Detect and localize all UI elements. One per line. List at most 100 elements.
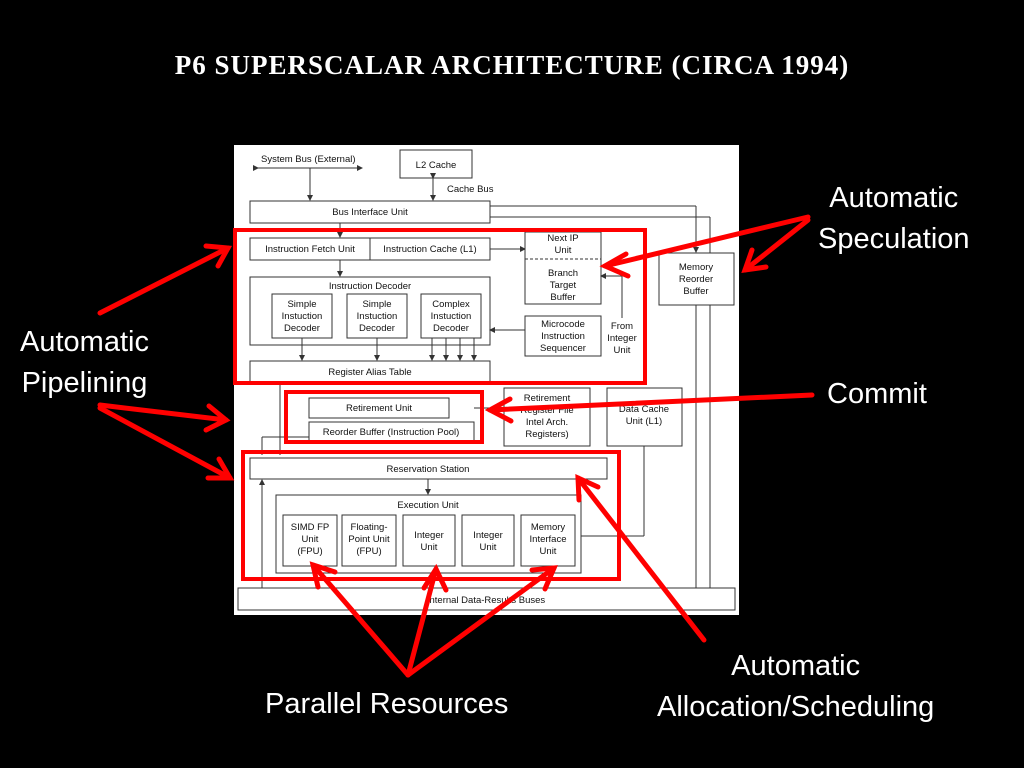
speculation-annotation-line-2: Speculation — [818, 223, 970, 255]
fpu-label-1: Floating- — [351, 522, 388, 533]
allocation-annotation: Automatic Allocation/Scheduling — [657, 646, 934, 728]
allocation-arrow — [575, 475, 707, 643]
simple-decoder-b-box — [346, 293, 408, 339]
microcode-label-1: Microcode — [541, 319, 585, 330]
int-a-label-1: Integer — [414, 530, 444, 541]
integer-unit-a-box — [402, 514, 456, 567]
mob-label-2: Reorder — [679, 274, 713, 285]
retirement-unit-box — [308, 397, 450, 419]
memory-reorder-buffer-box — [658, 252, 735, 306]
pipelining-arrow-2 — [97, 402, 229, 423]
commit-arrowhead — [484, 396, 514, 424]
parallel-arrow-1 — [310, 562, 411, 678]
retirement-register-file-box — [503, 387, 591, 447]
btb-label-2: Target — [550, 280, 577, 291]
miu-label-3: Unit — [540, 546, 557, 557]
simple-decoder-a-box — [271, 293, 333, 339]
speculation-arrow-2 — [742, 217, 811, 273]
simple-decoder-b-label-3: Decoder — [359, 323, 395, 334]
btb-label-1: Branch — [548, 268, 578, 279]
rrf-label-2: Register File — [520, 405, 573, 416]
simple-decoder-b-label-2: Instuction — [357, 311, 398, 322]
fpu-label-2: Point Unit — [348, 534, 390, 545]
pipelining-arrowhead-1 — [203, 243, 233, 269]
microcode-label-2: Instruction — [541, 331, 585, 342]
parallel-resources-annotation: Parallel Resources — [265, 688, 509, 720]
parallel-arrowhead-1 — [309, 561, 338, 590]
integer-unit-b-box — [461, 514, 515, 567]
cache-bus-label: Cache Bus — [447, 184, 494, 195]
rrf-label-1: Retirement — [524, 393, 571, 404]
btb-label-3: Buffer — [550, 292, 575, 303]
speculation-arrowhead-2 — [741, 247, 769, 274]
miu-label-1: Memory — [531, 522, 566, 533]
bus-interface-unit-box — [249, 200, 491, 224]
register-alias-table-label: Register Alias Table — [328, 367, 411, 378]
commit-arrow — [487, 392, 815, 413]
commit-highlight — [284, 390, 484, 444]
instruction-decoder-label: Instruction Decoder — [329, 281, 411, 292]
from-integer-label-2: Integer — [607, 333, 637, 344]
int-b-label-2: Unit — [480, 542, 497, 553]
instruction-cache-label: Instruction Cache (L1) — [383, 244, 476, 255]
memory-interface-unit-box — [520, 514, 576, 567]
pipelining-annotation-line-2: Pipelining — [21, 367, 148, 399]
system-bus-label: System Bus (External) — [261, 154, 356, 165]
int-b-label-1: Integer — [473, 530, 503, 541]
allocation-annotation-line-1: Automatic — [731, 650, 861, 682]
allocation-annotation-line-2: Allocation/Scheduling — [657, 691, 935, 723]
miu-label-2: Interface — [530, 534, 567, 545]
data-cache-unit-box — [606, 387, 683, 447]
complex-decoder-label-2: Instuction — [431, 311, 472, 322]
retirement-unit-label: Retirement Unit — [346, 403, 412, 414]
from-integer-label-3: Unit — [614, 345, 631, 356]
allocation-arrowhead — [575, 474, 601, 503]
parallel-arrowhead-2 — [421, 563, 449, 593]
complex-decoder-box — [420, 293, 482, 339]
speculation-annotation: Automatic Speculation — [818, 178, 970, 260]
simple-decoder-a-label-2: Instuction — [282, 311, 323, 322]
mob-label-3: Buffer — [683, 286, 708, 297]
internal-buses-box — [237, 587, 736, 611]
simd-label-1: SIMD FP — [291, 522, 330, 533]
int-a-label-2: Unit — [421, 542, 438, 553]
simple-decoder-a-label-1: Simple — [287, 299, 316, 310]
bus-interface-unit-label: Bus Interface Unit — [332, 207, 408, 218]
reservation-station-label: Reservation Station — [387, 464, 470, 475]
parallel-arrow-2 — [405, 566, 439, 678]
speculation-annotation-line-1: Automatic — [829, 182, 959, 214]
pipelining-annotation: Automatic Pipelining — [20, 322, 149, 404]
data-cache-label-1: Data Cache — [619, 404, 669, 415]
rrf-label-4: Registers) — [525, 429, 568, 440]
pipelining-arrow-3 — [97, 405, 233, 481]
simd-label-3: (FPU) — [297, 546, 322, 557]
pipelining-arrowhead-2 — [203, 403, 231, 433]
pipelining-arrow-1 — [97, 245, 231, 316]
simple-decoder-a-label-3: Decoder — [284, 323, 320, 334]
pipelining-annotation-line-1: Automatic — [20, 326, 149, 358]
speculation-arrow-1 — [602, 214, 811, 269]
data-cache-label-2: Unit (L1) — [626, 416, 662, 427]
simd-fp-unit-box — [282, 514, 338, 567]
l2-cache-box — [399, 149, 473, 179]
commit-annotation: Commit — [827, 378, 927, 410]
speculation-arrowhead-1 — [599, 251, 631, 279]
execution-unit-label: Execution Unit — [397, 500, 459, 511]
complex-decoder-label-1: Complex — [432, 299, 470, 310]
next-ip-label-1: Next IP — [547, 233, 578, 244]
parallel-arrowhead-3 — [529, 565, 558, 592]
reorder-buffer-label: Reorder Buffer (Instruction Pool) — [323, 427, 460, 438]
l2-cache-label: L2 Cache — [416, 160, 457, 171]
parallel-arrow-3 — [405, 565, 557, 678]
rrf-label-3: Intel Arch. — [526, 417, 568, 428]
internal-buses-label: Internal Data-Results Buses — [427, 595, 546, 606]
simple-decoder-b-label-1: Simple — [362, 299, 391, 310]
next-ip-btb-box — [524, 231, 602, 305]
from-integer-label-1: From — [611, 321, 633, 332]
slide-title: P6 SUPERSCALAR ARCHITECTURE (CIRCA 1994) — [174, 50, 850, 80]
microcode-sequencer-box — [524, 315, 602, 357]
next-ip-label-2: Unit — [555, 245, 572, 256]
mob-label-1: Memory — [679, 262, 714, 273]
pipelining-arrowhead-3 — [205, 456, 235, 481]
